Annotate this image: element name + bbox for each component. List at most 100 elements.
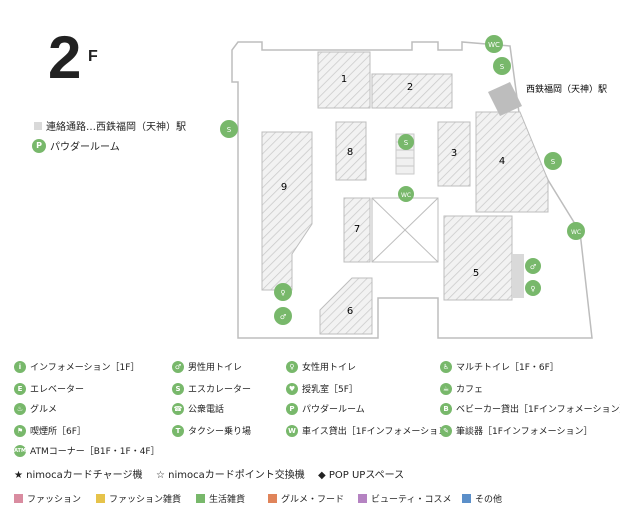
svg-text:WC: WC: [488, 41, 500, 49]
legend-item: P パウダールーム: [286, 402, 365, 415]
popup-note: ◆ POP UPスペース: [318, 470, 405, 481]
category-label: ビューティ・コスメ: [371, 495, 452, 505]
legend-icon: P: [286, 402, 298, 415]
nimoca-point-note: ☆ nimocaカードポイント交換機: [156, 470, 305, 481]
store-3[interactable]: [437, 121, 471, 187]
category-swatch: [358, 494, 367, 503]
store-label-7: 7: [354, 224, 360, 235]
store-9[interactable]: [261, 131, 313, 291]
svg-text:S: S: [551, 158, 556, 166]
legend-icon: ♨: [14, 402, 26, 415]
legend-icon: T: [172, 424, 184, 437]
passage-note: 連絡通路…西鉄福岡（天神）駅: [34, 118, 186, 133]
legend-label: エレベーター: [30, 385, 85, 395]
escalator-icon[interactable]: S: [544, 152, 562, 170]
category-swatch: [196, 494, 205, 503]
category-label: グルメ・フード: [281, 495, 345, 505]
category-item: ファッション: [14, 492, 81, 505]
male-toilet-icon[interactable]: ♂: [274, 307, 292, 325]
store-7[interactable]: [343, 197, 371, 263]
legend-item: ♂男性用トイレ: [172, 360, 242, 373]
passage-strip: [512, 254, 524, 298]
escalator-icon[interactable]: S: [220, 120, 238, 138]
legend-item: ♿マルチトイレ［1F・6F］: [440, 360, 559, 373]
legend-label: パウダールーム: [302, 405, 365, 415]
legend-label: マルチトイレ［1F・6F］: [456, 363, 559, 373]
store-label-5: 5: [473, 268, 479, 279]
category-item: ファッション雑貨: [96, 492, 181, 505]
svg-text:♀: ♀: [280, 289, 285, 297]
svg-text:♀: ♀: [530, 285, 535, 293]
store-label-1: 1: [341, 74, 347, 85]
legend-icon: ⚑: [14, 424, 26, 437]
restroom-icon[interactable]: WC: [567, 222, 585, 240]
store-6[interactable]: [319, 277, 373, 335]
station-label: 西鉄福岡（天神）駅: [526, 83, 607, 95]
category-item: 生活雑貨: [196, 492, 245, 505]
legend-label: 男性用トイレ: [188, 363, 243, 373]
store-2[interactable]: [371, 73, 453, 109]
legend-label: インフォメーション［1F］: [30, 363, 140, 373]
store-label-6: 6: [347, 306, 353, 317]
male-toilet-icon[interactable]: ♂: [525, 258, 541, 274]
legend-icon: ATM: [14, 444, 26, 457]
legend-item: ⚑喫煙所［6F］: [14, 424, 86, 437]
store-label-3: 3: [451, 148, 457, 159]
legend-icon: ♥: [286, 382, 298, 395]
store-label-4: 4: [499, 156, 505, 167]
station-block: [488, 82, 522, 116]
passage-swatch: [34, 121, 42, 130]
store-8[interactable]: [335, 121, 367, 181]
legend-item: ♀ 女性用トイレ: [286, 360, 356, 373]
store-label-8: 8: [347, 147, 353, 158]
powder-room-icon: P: [32, 138, 46, 153]
legend-icon: i: [14, 360, 26, 373]
legend-item: T タクシー乗り場: [172, 424, 251, 437]
escalator-icon[interactable]: S: [493, 57, 511, 75]
legend-label: 筆談器［1Fインフォメーション］: [456, 427, 593, 437]
passage-note-label: 連絡通路…西鉄福岡（天神）駅: [46, 122, 186, 133]
category-label: ファッション: [27, 495, 82, 505]
store-label-2: 2: [407, 82, 413, 93]
svg-text:♂: ♂: [530, 263, 536, 271]
store-1[interactable]: [317, 51, 371, 109]
legend-item: ☕ カフェ: [440, 382, 483, 395]
female-toilet-icon[interactable]: ♀: [525, 280, 541, 296]
category-swatch: [96, 494, 105, 503]
restroom-icon[interactable]: WC: [485, 35, 503, 53]
escalator-icon[interactable]: S: [398, 134, 414, 150]
category-label: ファッション雑貨: [109, 495, 182, 505]
legend-item: ☎ 公衆電話: [172, 402, 224, 415]
svg-text:S: S: [500, 63, 505, 71]
restroom-icon[interactable]: WC: [398, 186, 414, 202]
legend-label: ベビーカー貸出［1Fインフォメーション］: [456, 405, 620, 415]
category-swatch: [462, 494, 471, 503]
legend-icon: ☎: [172, 402, 184, 415]
category-label: その他: [475, 495, 503, 505]
store-4[interactable]: [475, 111, 549, 213]
powder-note: P パウダールーム: [32, 138, 120, 153]
legend-item: ♨ グルメ: [14, 402, 57, 415]
store-5[interactable]: [443, 215, 513, 301]
legend-label: 女性用トイレ: [302, 363, 357, 373]
powder-note-label: パウダールーム: [50, 142, 120, 153]
legend-icon: ✎: [440, 424, 452, 437]
legend-label: 公衆電話: [188, 405, 225, 415]
legend-label: カフェ: [456, 385, 484, 395]
legend-icon: S: [172, 382, 184, 395]
legend-item: i インフォメーション［1F］: [14, 360, 139, 373]
category-swatch: [14, 494, 23, 503]
floor-number: 2: [48, 24, 83, 91]
nimoca-charge-note: ★ nimocaカードチャージ機: [14, 470, 143, 481]
female-toilet-icon[interactable]: ♀: [274, 283, 292, 301]
legend-label: グルメ: [30, 405, 58, 415]
legend-item: ✎ 筆談器［1Fインフォメーション］: [440, 424, 592, 437]
legend-label: タクシー乗り場: [188, 427, 252, 437]
legend-label: ATMコーナー［B1F・1F・4F］: [30, 447, 160, 457]
legend-icon: ☕: [440, 382, 452, 395]
legend-icon: ♀: [286, 360, 298, 373]
legend-item: ATM ATMコーナー［B1F・1F・4F］: [14, 444, 160, 457]
